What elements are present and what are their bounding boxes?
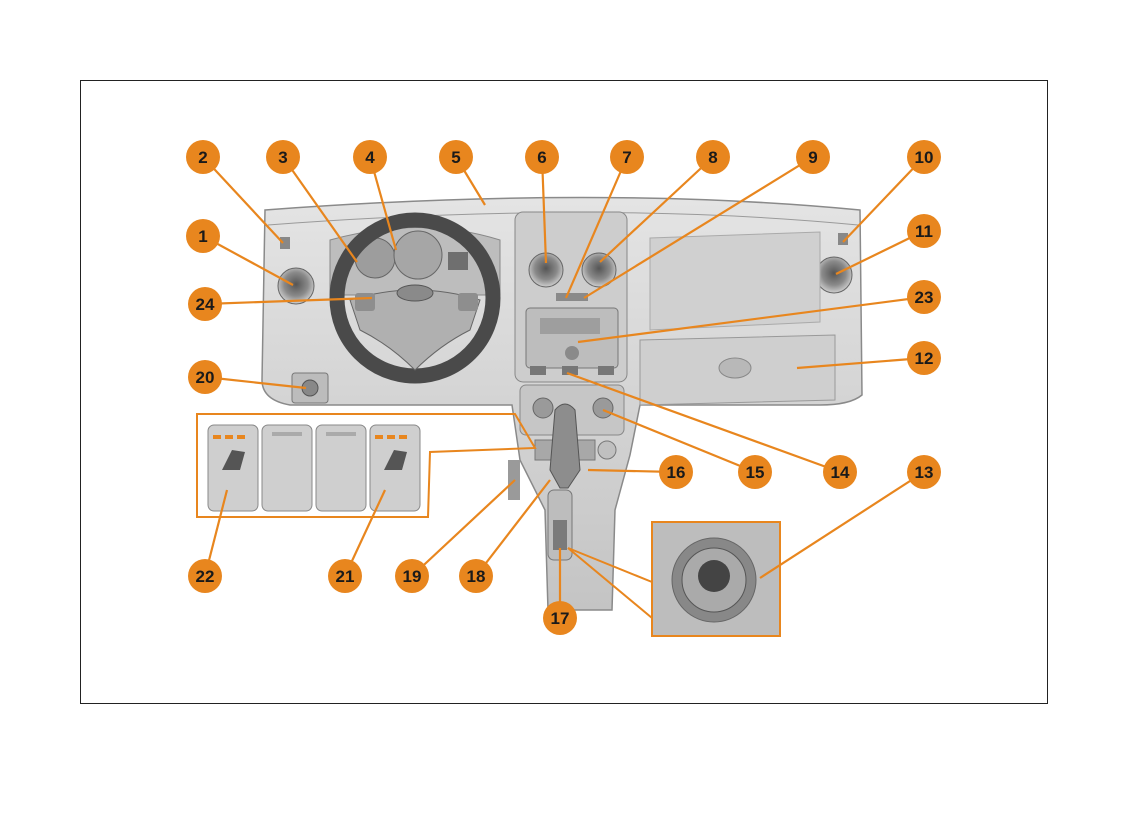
callout-label: 8 bbox=[708, 148, 717, 167]
callout-label: 6 bbox=[537, 148, 546, 167]
callout-label: 23 bbox=[915, 288, 934, 307]
callout-12: 12 bbox=[907, 341, 941, 375]
callout-22: 22 bbox=[188, 559, 222, 593]
callout-label: 4 bbox=[365, 148, 375, 167]
callout-label: 24 bbox=[196, 295, 215, 314]
callout-14: 14 bbox=[823, 455, 857, 489]
callout-4: 4 bbox=[353, 140, 387, 174]
callout-9: 9 bbox=[796, 140, 830, 174]
callout-7: 7 bbox=[610, 140, 644, 174]
leader-line-19 bbox=[412, 480, 515, 576]
seat-heater-inset bbox=[197, 414, 535, 517]
callout-11: 11 bbox=[907, 214, 941, 248]
callout-3: 3 bbox=[266, 140, 300, 174]
callout-16: 16 bbox=[659, 455, 693, 489]
callout-label: 20 bbox=[196, 368, 215, 387]
callout-15: 15 bbox=[738, 455, 772, 489]
callout-label: 7 bbox=[622, 148, 631, 167]
callout-13: 13 bbox=[907, 455, 941, 489]
callout-label: 19 bbox=[403, 567, 422, 586]
callout-label: 17 bbox=[551, 609, 570, 628]
callout-label: 5 bbox=[451, 148, 460, 167]
callout-8: 8 bbox=[696, 140, 730, 174]
callout-10: 10 bbox=[907, 140, 941, 174]
callout-5: 5 bbox=[439, 140, 473, 174]
callout-17: 17 bbox=[543, 601, 577, 635]
callout-20: 20 bbox=[188, 360, 222, 394]
callout-1: 1 bbox=[186, 219, 220, 253]
callout-24: 24 bbox=[188, 287, 222, 321]
callout-label: 1 bbox=[198, 227, 207, 246]
callout-label: 22 bbox=[196, 567, 215, 586]
callout-label: 21 bbox=[336, 567, 355, 586]
callout-label: 11 bbox=[915, 222, 933, 241]
callout-label: 10 bbox=[915, 148, 934, 167]
callout-label: 16 bbox=[667, 463, 686, 482]
callout-label: 2 bbox=[198, 148, 207, 167]
callout-label: 13 bbox=[915, 463, 934, 482]
callout-23: 23 bbox=[907, 280, 941, 314]
callout-label: 14 bbox=[831, 463, 850, 482]
callout-label: 12 bbox=[915, 349, 934, 368]
callout-6: 6 bbox=[525, 140, 559, 174]
callout-label: 9 bbox=[808, 148, 817, 167]
callout-label: 3 bbox=[278, 148, 287, 167]
callout-2: 2 bbox=[186, 140, 220, 174]
callout-label: 18 bbox=[467, 567, 486, 586]
callout-18: 18 bbox=[459, 559, 493, 593]
callout-19: 19 bbox=[395, 559, 429, 593]
callout-label: 15 bbox=[746, 463, 765, 482]
callout-21: 21 bbox=[328, 559, 362, 593]
